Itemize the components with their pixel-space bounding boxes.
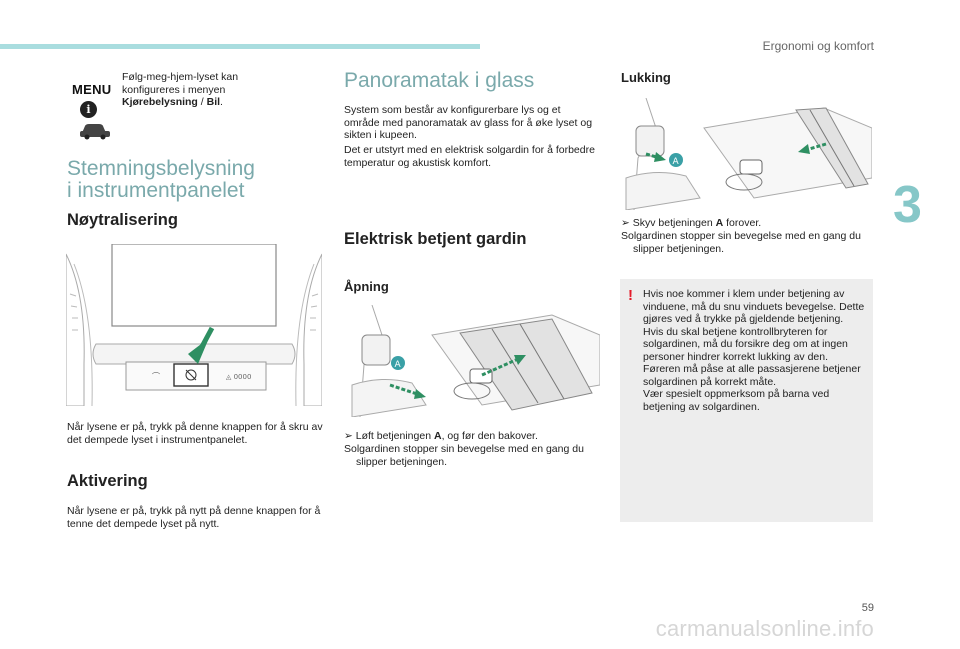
opening-illustration: A (351, 305, 600, 417)
activation-text: Når lysene er på, trykk på nytt på denne… (67, 505, 321, 530)
header-accent-bar (0, 44, 480, 49)
watermark: carmanualsonline.info (655, 616, 874, 641)
panoramic-roof-title: Panoramatak i glass (344, 69, 535, 92)
menu-note-text: Følg-meg-hjem-lyset kan konfigureres i m… (122, 71, 239, 108)
label-a-closing: A (673, 157, 680, 167)
closing-result: Solgardinen stopper sin bevegelse med en… (621, 230, 861, 255)
step-marker-icon: ➢ (344, 430, 353, 442)
electric-blind-heading: Elektrisk betjent gardin (344, 230, 527, 248)
opening-heading: Åpning (344, 279, 389, 294)
opening-step: ➢ Løft betjeningen A, og før den bakover… (344, 430, 538, 442)
panoramic-intro-1: System som består av konfigurerbare lys … (344, 104, 593, 141)
info-icon: i (80, 101, 97, 118)
warning-text: Hvis noe kommer i klem under betjening a… (643, 288, 865, 413)
page-number: 59 (861, 602, 874, 614)
warning-icon: ! (628, 287, 633, 304)
svg-text:◬ 0000: ◬ 0000 (226, 373, 251, 381)
svg-text:⌒: ⌒ (152, 372, 160, 381)
step-marker-icon: ➢ (621, 217, 630, 229)
label-a-opening: A (395, 360, 402, 370)
chapter-number: 3 (893, 176, 922, 234)
menu-logo: MENU (72, 82, 112, 97)
closing-illustration: A (625, 98, 872, 210)
neutralization-text: Når lysene er på, trykk på denne knappen… (67, 421, 323, 446)
activation-heading: Aktivering (67, 472, 148, 490)
neutralization-heading: Nøytralisering (67, 211, 178, 229)
warning-box: ! Hvis noe kommer i klem under betjening… (620, 279, 873, 522)
opening-result: Solgardinen stopper sin bevegelse med en… (344, 443, 584, 468)
panoramic-intro-2: Det er utstyrt med en elektrisk solgardi… (344, 144, 595, 169)
section-title: Ergonomi og komfort (762, 39, 874, 53)
dashboard-illustration: ⌒ ◬ 0000 (66, 244, 322, 406)
closing-step: ➢ Skyv betjeningen A forover. (621, 217, 762, 229)
car-settings-icon (80, 124, 110, 140)
closing-heading: Lukking (621, 70, 671, 85)
